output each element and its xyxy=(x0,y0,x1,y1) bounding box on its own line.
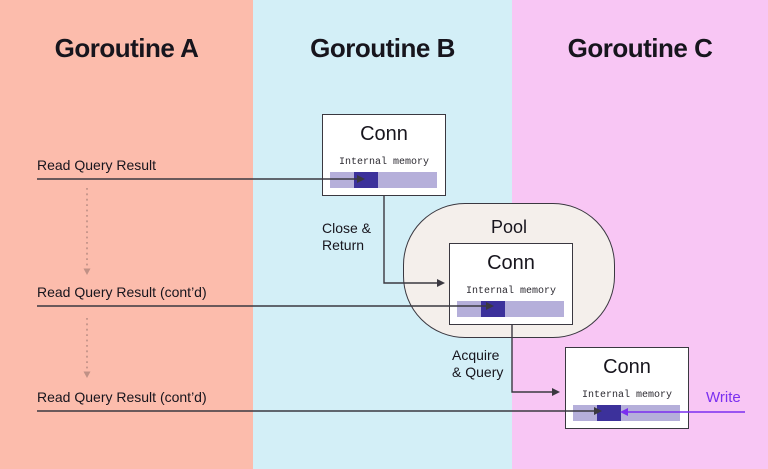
internal-memory-label: Internal memory xyxy=(338,157,429,168)
memory-bar xyxy=(330,172,437,188)
pool-title: Pool xyxy=(490,217,528,237)
read-query-result-label-1: Read Query Result xyxy=(37,157,157,173)
memory-segment xyxy=(597,405,621,421)
conn-box-goroutine-c: Conn Internal memory xyxy=(565,347,689,429)
conn-title: Conn xyxy=(360,123,408,145)
internal-memory-label: Internal memory xyxy=(465,286,556,297)
memory-bar xyxy=(457,301,564,317)
lane-goroutine-a: Goroutine A xyxy=(0,0,253,469)
memory-segment xyxy=(354,172,378,188)
lane-title-goroutine-b: Goroutine B xyxy=(310,33,455,63)
write-label: Write xyxy=(706,389,741,406)
lane-title-goroutine-a: Goroutine A xyxy=(54,33,199,63)
conn-box-goroutine-b: Conn Internal memory xyxy=(322,114,446,196)
read-query-result-label-3: Read Query Result (cont’d) xyxy=(37,389,207,405)
close-return-label: Close & Return xyxy=(322,220,372,253)
internal-memory-label: Internal memory xyxy=(581,390,672,401)
conn-title: Conn xyxy=(487,252,535,274)
conn-title: Conn xyxy=(603,356,651,378)
read-query-result-label-2: Read Query Result (cont’d) xyxy=(37,284,207,300)
acquire-query-label: Acquire & Query xyxy=(452,347,504,380)
lane-title-goroutine-c: Goroutine C xyxy=(567,33,713,63)
memory-bar xyxy=(573,405,680,421)
conn-box-pool: Conn Internal memory xyxy=(449,243,573,325)
memory-segment xyxy=(481,301,505,317)
